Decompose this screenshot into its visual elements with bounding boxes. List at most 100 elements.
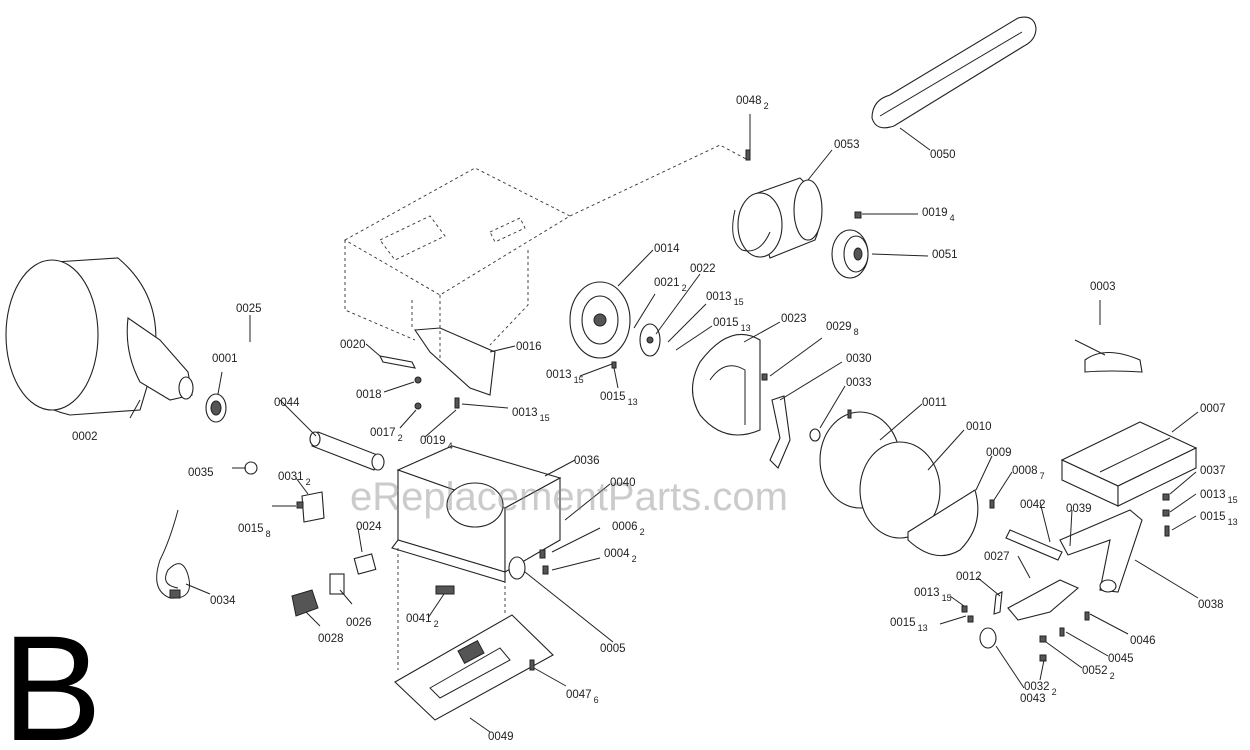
part-0018-screw: [414, 376, 422, 384]
part-label-0049: 0049: [488, 731, 514, 743]
part-label-0035: 0035: [188, 467, 214, 479]
part-label-0022: 0022: [690, 263, 716, 275]
watermark: eReplacementParts.com: [350, 475, 788, 519]
part-0030-nozzle: [769, 395, 791, 469]
part-label-0037: 0037: [1200, 465, 1226, 477]
leader-lines: [129, 114, 1199, 733]
part-label-0050: 0050: [930, 149, 956, 161]
part-label-0001: 0001: [212, 353, 238, 365]
part-label-0033: 0033: [846, 377, 872, 389]
part-label-0027: 0027: [984, 551, 1010, 563]
part-0024-switch: [353, 553, 377, 575]
part-0043-knob: [979, 627, 997, 649]
part-0051-pulley: [831, 229, 869, 279]
part-0012-pin: [993, 591, 1003, 615]
part-0053-motor: [732, 177, 823, 259]
part-0038-support-arm: [1059, 509, 1143, 593]
part-0026-switch-plate: [329, 573, 345, 595]
part-label-0025: 0025: [236, 303, 262, 315]
part-0028-switch-key: [291, 589, 319, 617]
part-label-0010: 0010: [966, 421, 992, 433]
part-label-0053: 0053: [834, 139, 860, 151]
part-label-0046: 0046: [1130, 635, 1156, 647]
part-0020-wire-clamp: [379, 355, 416, 369]
part-0027-lever: [1007, 579, 1080, 621]
part-0031-bracket: [301, 491, 325, 523]
part-label-0024: 0024: [356, 521, 382, 533]
part-0049-base-plate: [394, 614, 554, 721]
part-label-0018: 0018: [356, 389, 382, 401]
part-0010-disc: [859, 441, 941, 539]
part-label-0051: 0051: [932, 249, 958, 261]
part-0035-grommet: [244, 461, 258, 475]
part-label-0040: 0040: [610, 477, 636, 489]
part-label-0043: 0043: [1020, 693, 1046, 705]
part-0005-bearing: [508, 556, 526, 580]
part-label-0014: 0014: [654, 243, 680, 255]
part-0003-clamp-knob: [1074, 339, 1143, 373]
part-label-0039: 0039: [1066, 503, 1092, 515]
part-0001-collar: [205, 393, 227, 423]
part-label-0038: 0038: [1198, 599, 1224, 611]
part-0002-drum: [5, 257, 194, 416]
part-0023-guard: [691, 333, 761, 436]
part-0022-flange: [639, 323, 661, 357]
part-0007-table: [1060, 421, 1198, 507]
part-0009-disc-guard: [907, 489, 979, 557]
part-0017-screw: [414, 402, 422, 410]
part-0041-foot: [435, 585, 455, 595]
part-0042-rod: [1005, 529, 1063, 561]
part-label-0034: 0034: [210, 595, 236, 607]
part-label-0036: 0036: [574, 455, 600, 467]
part-label-0026: 0026: [346, 617, 372, 629]
part-label-0007: 0007: [1200, 403, 1226, 415]
screws-group: [296, 149, 1170, 671]
part-0036-base-housing: [391, 445, 562, 583]
part-mounting-plate-outline: [344, 167, 571, 296]
part-label-0005: 0005: [600, 643, 626, 655]
part-label-0011: 0011: [922, 397, 947, 409]
part-0033-ring: [809, 428, 821, 442]
part-label-0009: 0009: [986, 447, 1012, 459]
part-label-0002: 0002: [72, 431, 98, 443]
part-label-0020: 0020: [340, 339, 366, 351]
part-label-0028: 0028: [318, 633, 344, 645]
part-0014-housing: [569, 281, 631, 359]
part-0016-cover: [414, 327, 496, 396]
part-label-0030: 0030: [846, 353, 872, 365]
alignment-lines: [344, 144, 749, 670]
part-0044-shaft: [309, 431, 385, 471]
part-label-0042: 0042: [1020, 499, 1046, 511]
part-label-0044: 0044: [274, 397, 300, 409]
part-label-0016: 0016: [516, 341, 542, 353]
section-letter: B: [2, 604, 102, 750]
part-label-0003: 0003: [1090, 281, 1116, 293]
part-label-0012: 0012: [956, 571, 982, 583]
part-label-0023: 0023: [781, 313, 807, 325]
